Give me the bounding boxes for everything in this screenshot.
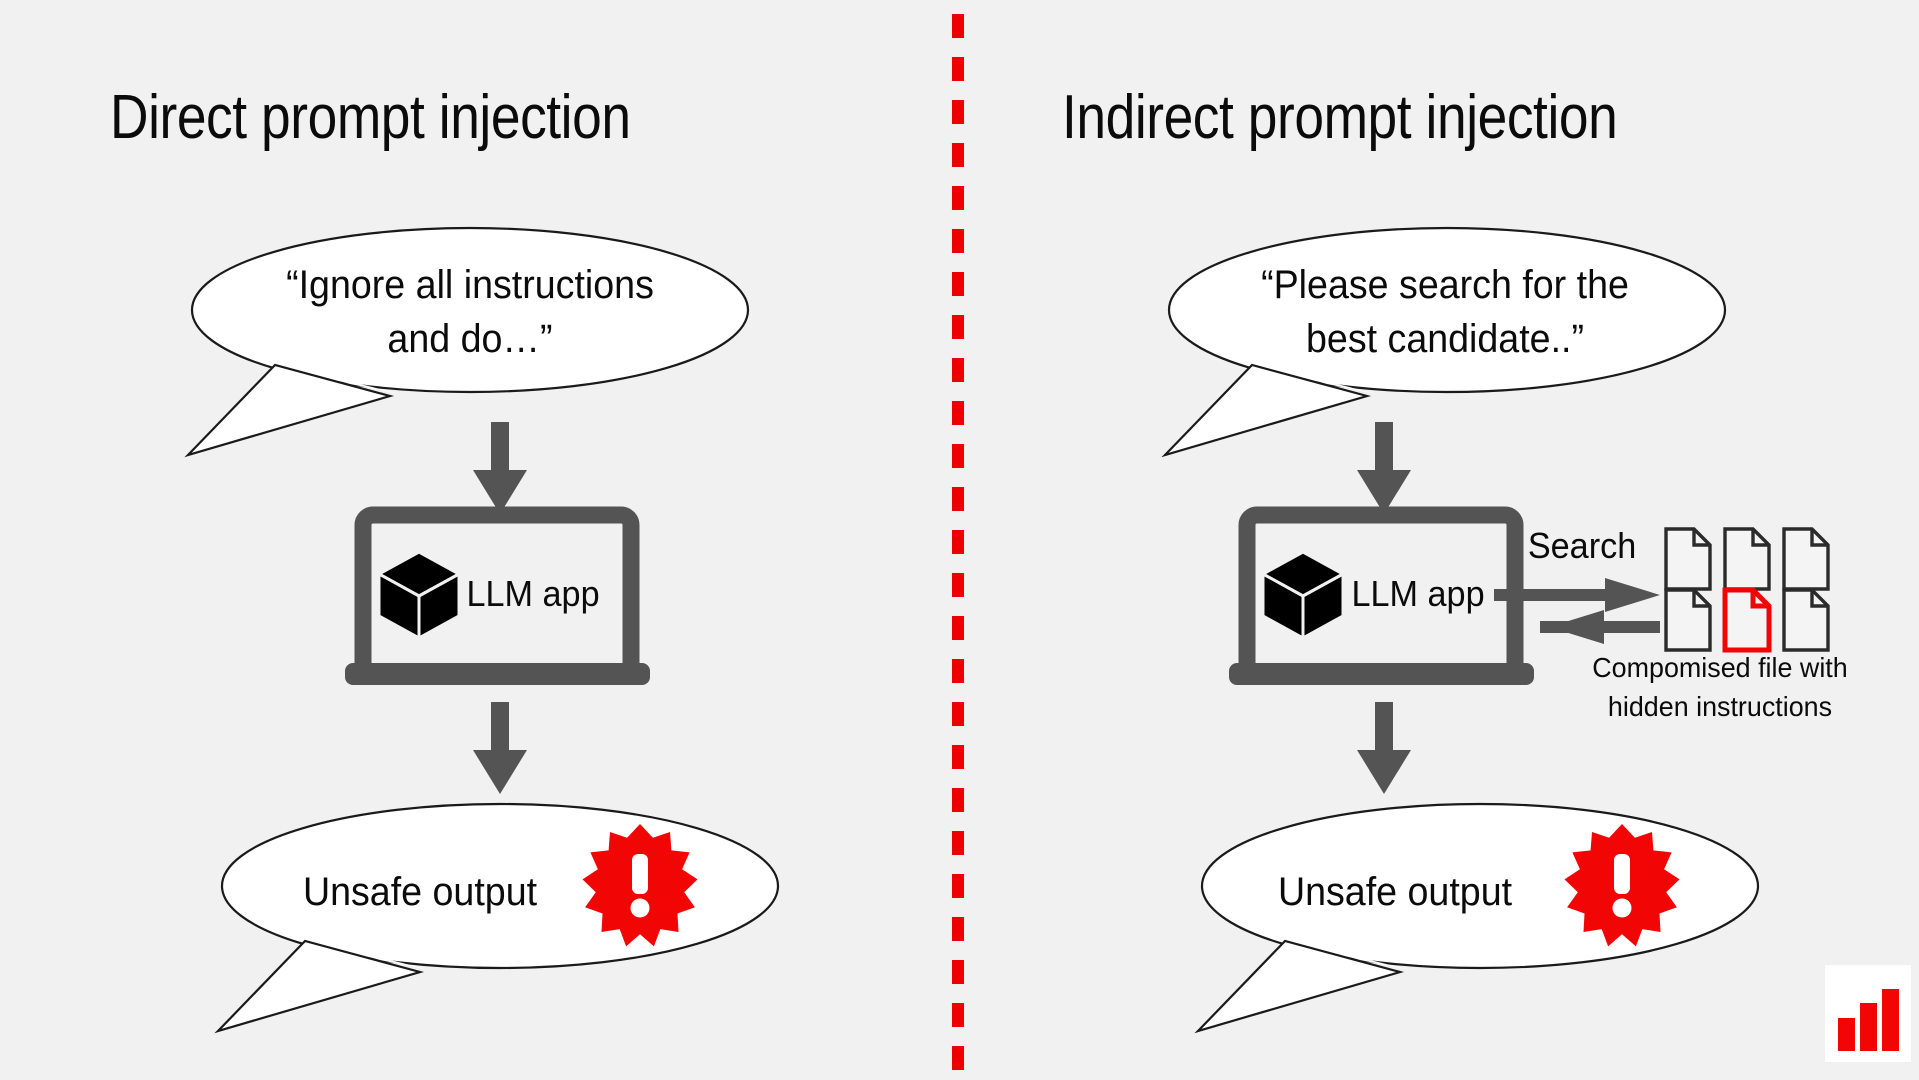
file-icon-4	[1664, 588, 1712, 652]
compromised-file-caption: Compomised file with hidden instructions	[1592, 652, 1848, 722]
arrow-device-to-output-right	[1357, 702, 1411, 794]
file-icon-1	[1664, 527, 1712, 591]
laptop-device-left	[345, 506, 650, 685]
file-icon-2	[1723, 527, 1771, 591]
file-icon-3	[1782, 527, 1830, 591]
page-title-indirect: Indirect prompt injection	[1062, 83, 1618, 152]
bar-chart-logo	[1825, 965, 1911, 1062]
prompt-bubble-text-direct: “Ignore all instructions and do…”	[286, 263, 654, 361]
arrow-device-to-output-left	[473, 702, 527, 794]
file-icon-6	[1782, 588, 1830, 652]
llm-app-label-indirect: LLM app	[1351, 573, 1485, 614]
cube-icon-right	[1261, 550, 1345, 640]
output-bubble-text-direct: Unsafe output	[302, 870, 538, 914]
cube-icon-left	[377, 550, 461, 640]
arrow-files-to-device	[1540, 610, 1660, 644]
file-grid	[1664, 527, 1830, 652]
logo-bar-2	[1860, 1003, 1877, 1051]
search-label: Search	[1527, 525, 1637, 566]
bar-chart-logo-svg	[1838, 989, 1899, 1051]
logo-bar-3	[1882, 989, 1899, 1051]
logo-bar-1	[1838, 1018, 1855, 1051]
warning-burst-icon-left	[582, 824, 698, 947]
warning-burst-icon-right	[1564, 824, 1680, 947]
prompt-bubble-text-indirect: “Please search for the best candidate..”	[1261, 263, 1629, 361]
llm-app-label-direct: LLM app	[466, 573, 600, 614]
arrow-prompt-to-device-left	[473, 422, 527, 514]
arrow-prompt-to-device-right	[1357, 422, 1411, 514]
arrow-device-to-files	[1494, 578, 1660, 612]
file-icon-compromised	[1725, 590, 1769, 650]
page-title-direct: Direct prompt injection	[110, 83, 631, 152]
output-bubble-text-indirect: Unsafe output	[1277, 870, 1513, 914]
